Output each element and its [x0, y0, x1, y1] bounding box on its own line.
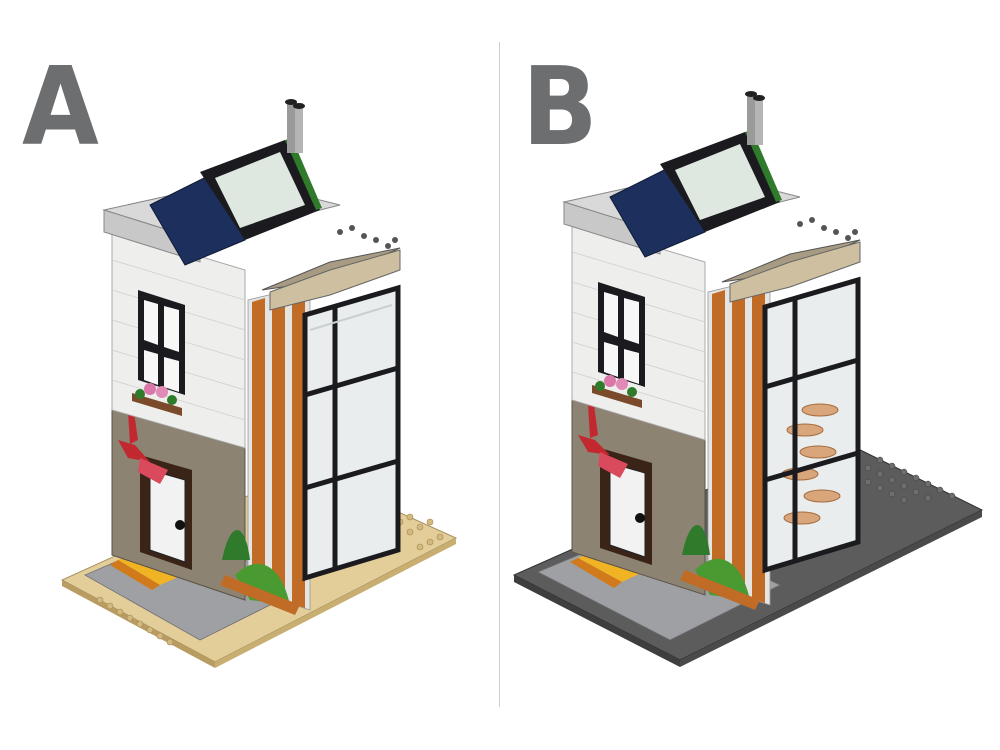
- building-model-a: [60, 99, 458, 668]
- panel-divider: [499, 42, 500, 707]
- panel-label-a: A: [22, 45, 99, 170]
- panel-b: B: [500, 0, 1000, 750]
- building-model-b: [512, 91, 984, 667]
- panel-label-b: B: [522, 45, 598, 170]
- glass-tower: [302, 284, 401, 582]
- panel-a: A: [22, 45, 458, 668]
